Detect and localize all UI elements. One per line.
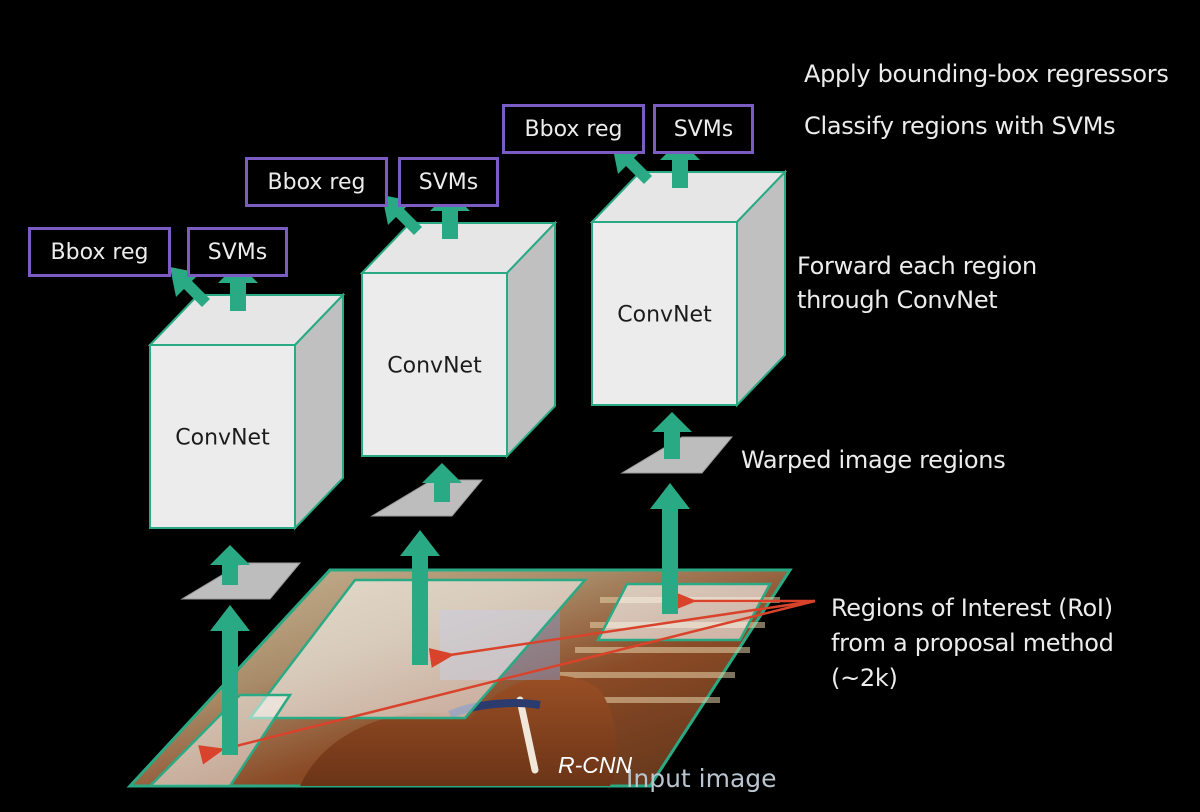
bbox-reg-box-2: Bbox reg — [245, 157, 388, 207]
svms-box-1: SVMs — [187, 227, 288, 277]
step-forward-label-1: Forward each region — [797, 252, 1037, 280]
cube-front-1 — [149, 344, 296, 529]
cube-front-2 — [361, 272, 508, 457]
bbox-arrow-diagonal-1 — [170, 267, 210, 307]
short-arrow-up-3 — [652, 412, 692, 459]
bbox-reg-box-1: Bbox reg — [28, 227, 171, 277]
step-roi-label-2: from a proposal method — [831, 629, 1114, 657]
horse-blaze — [516, 696, 539, 774]
roi-arrow-1 — [198, 599, 816, 765]
svms-box-3: SVMs — [653, 104, 754, 154]
short-arrow-up-1 — [210, 545, 250, 585]
warped-region-2 — [370, 479, 484, 517]
step-roi-label-1: Regions of Interest (RoI) — [831, 594, 1113, 622]
warped-region-1 — [180, 562, 302, 600]
bbox-arrow-diagonal-3 — [612, 144, 652, 184]
svms-box-2: SVMs — [398, 157, 499, 207]
bbox-reg-box-3: Bbox reg — [502, 104, 645, 154]
step-warped-label: Warped image regions — [741, 446, 1006, 474]
roi-pointer-arrows — [198, 591, 816, 765]
step-apply-bbox-label: Apply bounding-box regressors — [804, 60, 1169, 88]
bbox-arrow-diagonal-2 — [382, 195, 422, 235]
input-image-label: Input image — [626, 764, 777, 793]
convnet-label-3: ConvNet — [617, 303, 712, 328]
step-classify-label: Classify regions with SVMs — [804, 112, 1116, 140]
step-forward-label-2: through ConvNet — [797, 286, 998, 314]
roi-region-1 — [147, 693, 293, 788]
roi-arrow-2 — [428, 599, 816, 668]
long-arrow-up-2 — [400, 530, 440, 665]
cube-front-3 — [591, 221, 738, 406]
short-arrow-up-2 — [422, 463, 462, 502]
long-arrow-up-3 — [650, 483, 690, 614]
convnet-label-1: ConvNet — [175, 426, 270, 451]
long-arrow-up-1 — [210, 605, 250, 755]
step-roi-label-3: (~2k) — [831, 664, 898, 692]
convnet-label-2: ConvNet — [387, 354, 482, 379]
figure-caption: R-CNN — [558, 752, 633, 778]
